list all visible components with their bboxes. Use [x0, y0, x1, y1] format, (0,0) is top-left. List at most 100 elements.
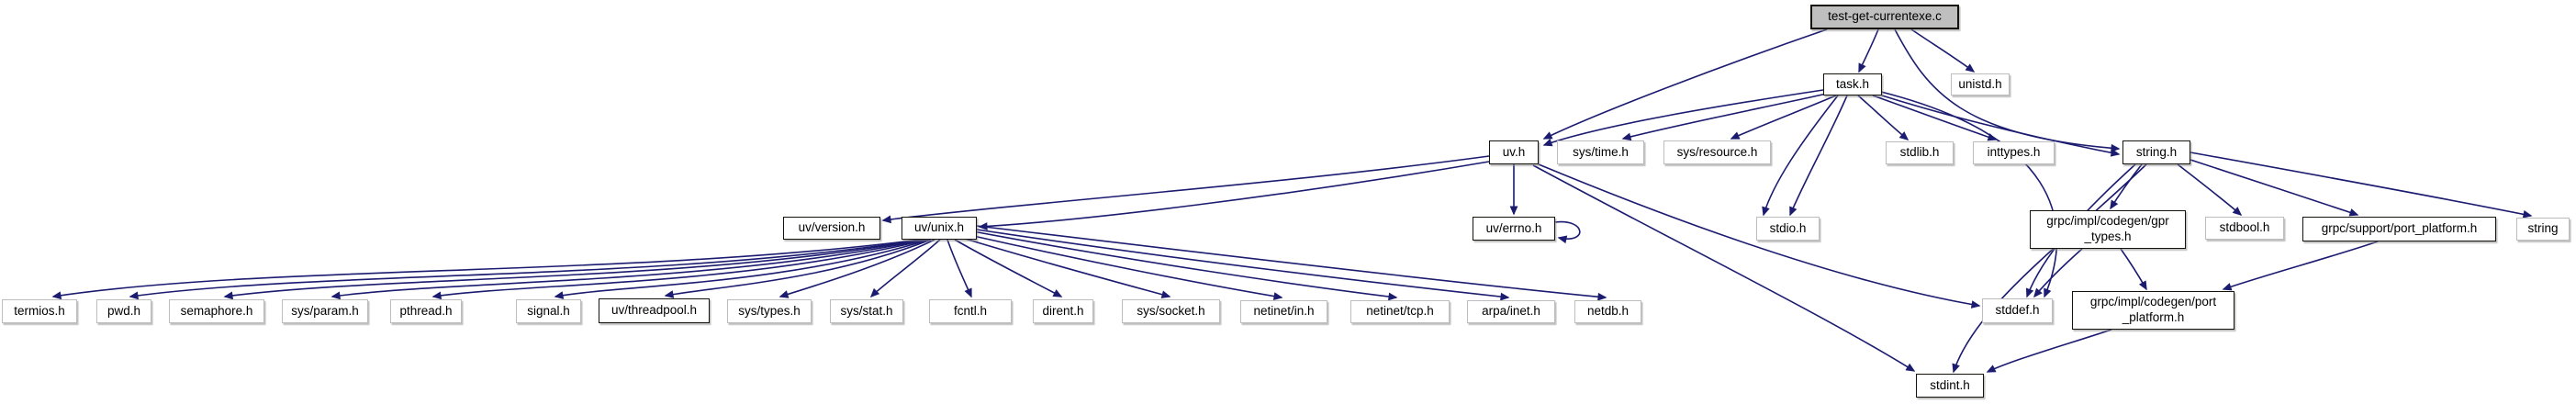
edge-task-h-to-sys-resource-h [1730, 95, 1837, 140]
node-string-h[interactable]: string.h [2122, 140, 2190, 164]
node-sys-socket-h: sys/socket.h [1122, 299, 1220, 323]
node-netinet-tcp-h: netinet/tcp.h [1350, 300, 1450, 323]
node-label: netinet/tcp.h [1366, 304, 1434, 319]
node-stddef-h: stddef.h [1982, 298, 2053, 323]
edge-uv-unix-h-to-sys-socket-h [961, 237, 1171, 298]
node-test-get-currentexe-c: test-get-currentexe.c [1810, 5, 1959, 29]
node-label: grpc/impl/codegen/gpr _types.h [2046, 214, 2169, 243]
node-label: unistd.h [1958, 76, 2002, 91]
node-sys-time-h: sys/time.h [1557, 140, 1644, 164]
node-label: string.h [2135, 144, 2178, 159]
node-label: termios.h [14, 303, 65, 318]
edge-uv-unix-h-to-pwd-h [129, 239, 923, 300]
node-label: task.h [1835, 76, 1870, 91]
node-label: uv.h [1502, 144, 1526, 159]
node-signal-h: signal.h [516, 299, 581, 323]
node-arpa-inet-h: arpa/inet.h [1467, 300, 1555, 323]
edge-task-h-to-stdio-h [1789, 95, 1848, 217]
edge-uv-unix-h-to-dirent-h [954, 239, 1063, 297]
node-label: semaphore.h [180, 303, 253, 318]
node-stdlib-h: stdlib.h [1886, 141, 1954, 164]
edge-gpr-types-h-to-stddef-h [2033, 248, 2083, 298]
node-label: stdio.h [1769, 220, 1807, 235]
node-inttypes-h: inttypes.h [1973, 141, 2055, 164]
node-stdio-h: stdio.h [1756, 217, 1820, 241]
edge-grpc-support-port-platform-h-to-grpc-impl-codegen-port-platform-h [2222, 241, 2379, 291]
edge-test-get-currentexe-c-to-task-h [1858, 28, 1879, 73]
node-uv-errno-h[interactable]: uv/errno.h [1473, 217, 1555, 241]
node-task-h[interactable]: task.h [1823, 73, 1882, 95]
edge-uv-unix-h-to-sys-param-h [330, 239, 926, 300]
edge-string-h-to-stdbool-h [2177, 163, 2243, 216]
edge-uv-unix-h-to-signal-h [554, 239, 930, 299]
node-label: stddef.h [1995, 303, 2040, 318]
edge-task-h-to-uv-h [1542, 89, 1824, 147]
edge-uv-unix-h-to-netinet-tcp-h [972, 230, 1398, 301]
node-label: uv/unix.h [913, 220, 965, 235]
node-uv-h[interactable]: uv.h [1489, 140, 1539, 164]
edge-grpc-impl-codegen-port-platform-h-to-stdint-h [1986, 329, 2112, 373]
node-uv-unix-h[interactable]: uv/unix.h [902, 217, 977, 240]
edge-uv-unix-h-to-fcntl-h [946, 239, 972, 298]
node-label: uv/version.h [798, 220, 866, 235]
node-label: uv/errno.h [1485, 220, 1542, 235]
node-gpr-types-h[interactable]: grpc/impl/codegen/gpr _types.h [2030, 210, 2186, 249]
node-unistd-h: unistd.h [1951, 73, 2010, 95]
node-label: inttypes.h [1987, 145, 2041, 160]
edge-uv-unix-h-to-semaphore-h [223, 239, 924, 300]
node-dirent-h: dirent.h [1033, 299, 1093, 323]
edge-test-get-currentexe-c-to-uv-h [1542, 28, 1828, 140]
node-label: sys/param.h [291, 303, 359, 318]
node-pthread-h: pthread.h [390, 299, 462, 323]
node-label: sys/resource.h [1676, 144, 1758, 159]
node-grpc-impl-codegen-port-platform-h[interactable]: grpc/impl/codegen/port _platform.h [2072, 291, 2234, 330]
node-termios-h: termios.h [2, 299, 77, 323]
edge-task-h-to-sys-time-h [1621, 93, 1828, 141]
node-label: test-get-currentexe.c [1828, 9, 1942, 24]
edge-uv-h-to-stdint-h [1532, 164, 1916, 372]
node-stdint-h[interactable]: stdint.h [1916, 374, 1984, 398]
edge-task-h-to-stdio-h [1762, 95, 1839, 217]
node-uv-threadpool-h[interactable]: uv/threadpool.h [599, 298, 710, 323]
edge-string-h-to-string [2190, 152, 2533, 219]
node-label: grpc/impl/codegen/port _platform.h [2089, 295, 2217, 324]
node-sys-param-h: sys/param.h [282, 299, 368, 323]
node-label: grpc/support/port_platform.h [2321, 221, 2478, 236]
node-label: uv/threadpool.h [610, 303, 698, 318]
edge-uv-unix-h-to-netdb-h [976, 225, 1607, 301]
node-uv-version-h[interactable]: uv/version.h [783, 217, 880, 240]
edge-string-h-to-stdint-h [1952, 163, 2147, 374]
edge-uv-unix-h-to-arpa-inet-h [976, 229, 1510, 301]
node-label: arpa/inet.h [1482, 304, 1540, 319]
node-grpc-support-port-platform-h[interactable]: grpc/support/port_platform.h [2302, 217, 2496, 241]
node-sys-resource-h: sys/resource.h [1663, 140, 1771, 164]
edge-uv-h-to-stddef-h [1538, 163, 1981, 309]
edge-uv-unix-h-to-netinet-in-h [969, 234, 1283, 300]
edge-task-h-to-stddef-h [1880, 91, 2058, 298]
node-semaphore-h: semaphore.h [169, 299, 264, 323]
node-label: stdbool.h [2219, 220, 2270, 235]
node-label: sys/stat.h [840, 303, 893, 318]
node-label: pwd.h [106, 303, 141, 318]
node-label: sys/socket.h [1137, 303, 1205, 318]
node-fcntl-h: fcntl.h [929, 299, 1012, 323]
node-label: netinet/in.h [1253, 304, 1315, 319]
edge-gpr-types-h-to-grpc-impl-codegen-port-platform-h [2120, 248, 2147, 291]
edge-task-h-to-stdlib-h [1857, 95, 1910, 140]
edge-uv-h-to-uv-unix-h [978, 161, 1490, 230]
node-sys-stat-h: sys/stat.h [830, 299, 903, 323]
edge-uv-errno-h-to-uv-errno-h [1554, 220, 1581, 244]
node-label: string [2527, 221, 2559, 236]
edge-uv-unix-h-to-termios-h [51, 239, 921, 300]
node-label: signal.h [527, 303, 570, 318]
edge-uv-unix-h-to-pthread-h [431, 239, 928, 300]
edge-string-h-to-grpc-support-port-platform-h [2190, 159, 2359, 217]
edge-string-h-to-gpr-types-h [2110, 163, 2143, 210]
node-string: string [2516, 218, 2570, 241]
edge-task-h-to-inttypes-h [1872, 95, 1998, 141]
node-netinet-in-h: netinet/in.h [1240, 300, 1327, 323]
node-label: fcntl.h [953, 303, 988, 318]
node-label: stdlib.h [1899, 145, 1940, 160]
